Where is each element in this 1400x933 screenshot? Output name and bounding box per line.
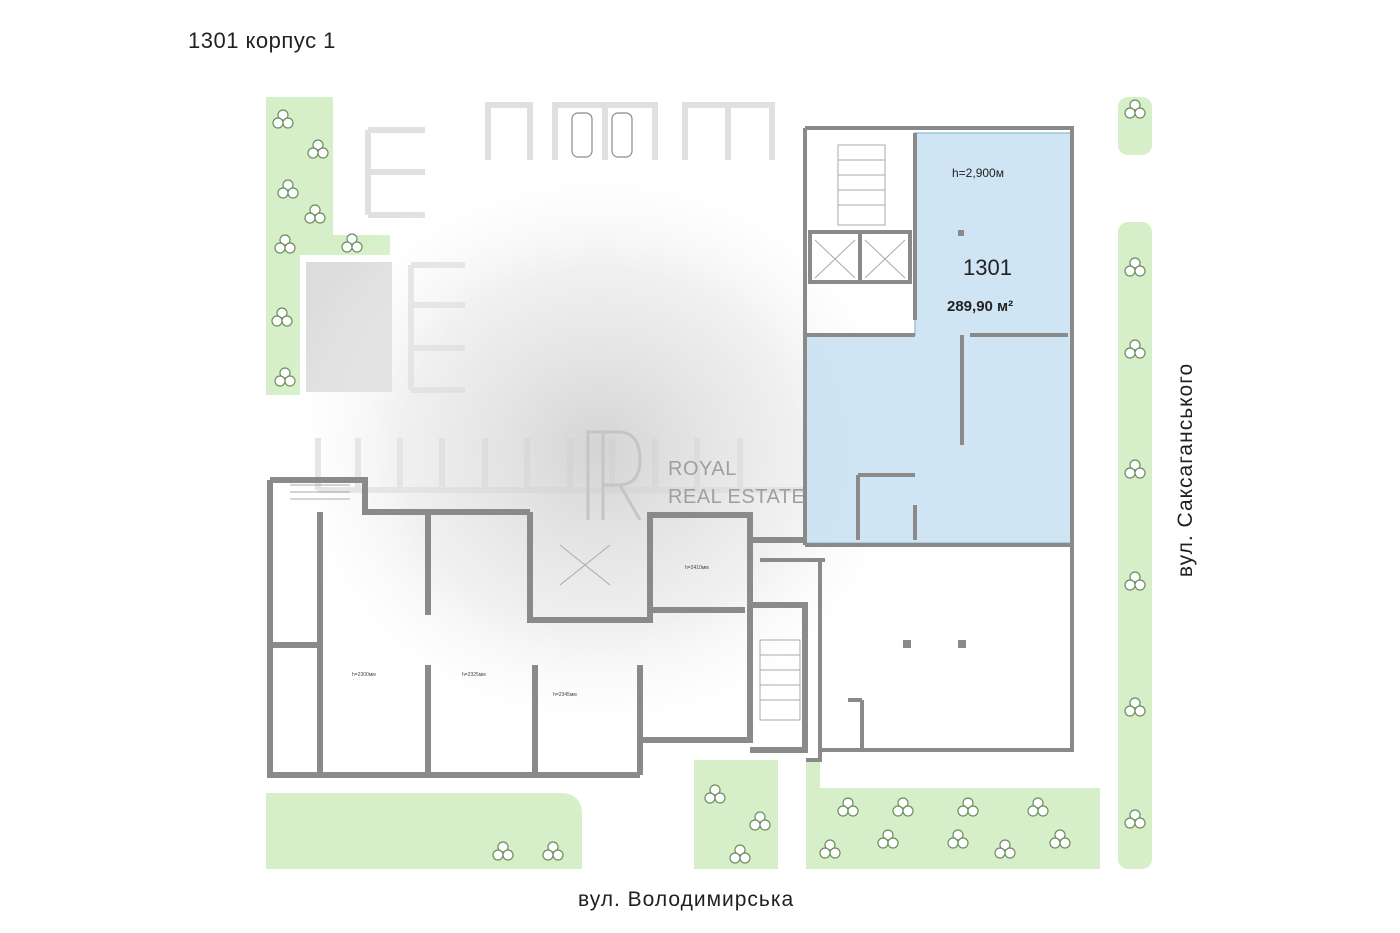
room-height-3: h=2345мм [553, 692, 577, 698]
watermark-logo-text: ROYAL REAL ESTATE [668, 455, 805, 511]
room-height-2: h=2325мм [462, 672, 486, 678]
unit-area-label: 289,90 м² [947, 298, 1014, 315]
left-building-stairs [290, 484, 801, 721]
logo-line-1: ROYAL [668, 458, 737, 480]
room-height-1: h=2300мм [352, 672, 376, 678]
unit-number-label[interactable]: 1301 [963, 255, 1012, 280]
left-building-walls [267, 477, 808, 778]
logo-mark [586, 430, 642, 521]
unit-height-label: h=2,900м [952, 166, 1004, 180]
street-right-label: вул. Саксаганського [1174, 362, 1197, 578]
right-building-stairs [814, 144, 906, 279]
logo-line-2: REAL ESTATE [668, 486, 806, 508]
watermark-fog [270, 150, 930, 750]
columns [903, 230, 966, 648]
street-bottom-label: вул. Володимирська [578, 888, 795, 911]
car-icons [571, 112, 633, 158]
room-height-4: h=2410мм [685, 565, 709, 571]
page-title: 1301 корпус 1 [188, 28, 336, 53]
unit-1301-area[interactable] [804, 132, 1073, 544]
right-building-walls [760, 126, 1074, 762]
